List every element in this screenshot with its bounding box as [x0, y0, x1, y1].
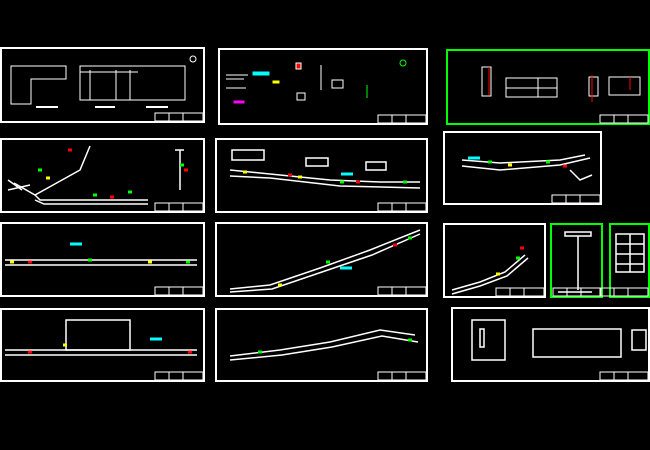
sheet-frame	[446, 49, 650, 125]
sheet-frame	[443, 223, 546, 298]
title-block	[377, 202, 427, 212]
title-block	[495, 287, 545, 297]
sheet-frame	[0, 138, 205, 213]
route-plans-row-3	[5, 229, 645, 295]
sheet-frame	[0, 47, 205, 123]
sheet-frame	[0, 308, 205, 382]
annotation-marker	[298, 175, 302, 179]
annotation-marker	[68, 148, 72, 152]
title-block	[552, 287, 602, 297]
route-plans-row-2	[7, 145, 593, 205]
annotation-marker	[408, 338, 412, 342]
annotation-marker	[28, 350, 32, 354]
annotation-marker	[243, 170, 247, 174]
sheet-border	[0, 138, 205, 213]
sheet-frame	[550, 223, 603, 298]
annotation-marker	[326, 260, 330, 264]
sheet-border	[0, 47, 205, 123]
sheet-border	[443, 131, 602, 205]
annotation-marker	[288, 173, 292, 177]
title-block	[154, 286, 204, 296]
annotation-marker	[488, 160, 492, 164]
route-plans-row-4	[5, 319, 647, 361]
sheet-border	[218, 48, 428, 125]
annotation-marker	[63, 343, 67, 347]
title-block	[551, 194, 601, 204]
annotation-marker	[496, 272, 500, 276]
annotation-marker	[110, 195, 114, 199]
annotation-marker	[468, 156, 480, 160]
annotation-marker	[340, 266, 352, 270]
annotation-marker	[408, 236, 412, 240]
annotation-marker	[93, 193, 97, 197]
annotation-marker	[88, 258, 92, 262]
sheet-border	[215, 308, 428, 382]
annotation-marker	[546, 160, 550, 164]
annotation-marker	[341, 172, 353, 176]
title-block	[154, 112, 204, 122]
annotation-marker	[403, 180, 407, 184]
annotation-marker	[186, 260, 190, 264]
sheet-frames	[0, 47, 650, 382]
title-block	[154, 371, 204, 381]
annotation-marker	[188, 350, 192, 354]
annotation-marker	[563, 164, 567, 168]
annotation-marker	[278, 283, 282, 287]
sheet-border	[0, 222, 205, 297]
sheet-frame	[599, 223, 650, 298]
sheet-frame	[215, 308, 428, 382]
sheet-frame	[443, 131, 602, 205]
sheet-border	[0, 308, 205, 382]
annotation-marker	[28, 260, 32, 264]
sheet-1-building-plan	[10, 55, 197, 108]
annotation-marker	[340, 180, 344, 184]
sheet-border	[609, 223, 650, 298]
title-block	[377, 114, 427, 124]
annotation-marker	[180, 163, 184, 167]
annotation-marker	[258, 350, 262, 354]
sheet-frame	[215, 138, 428, 213]
sheet-2-details	[226, 59, 407, 104]
annotation-markers	[10, 148, 567, 354]
annotation-marker	[70, 242, 82, 246]
annotation-marker	[128, 190, 132, 194]
title-block	[599, 287, 649, 297]
annotation-marker	[393, 243, 397, 247]
sheet-border	[446, 49, 650, 125]
annotation-marker	[356, 180, 360, 184]
title-block	[154, 202, 204, 212]
sheet-frame	[218, 48, 428, 125]
annotation-marker	[150, 337, 162, 341]
annotation-marker	[38, 168, 42, 172]
sheet-border	[550, 223, 603, 298]
sheet-border	[451, 307, 650, 382]
title-block	[377, 286, 427, 296]
sheet-3-elevations	[481, 66, 641, 102]
sheet-border	[443, 223, 546, 298]
annotation-marker	[46, 176, 50, 180]
annotation-marker	[184, 168, 188, 172]
annotation-marker	[516, 256, 520, 260]
title-block	[377, 371, 427, 381]
title-block	[599, 114, 649, 124]
annotation-marker	[10, 260, 14, 264]
annotation-marker	[508, 163, 512, 167]
annotation-marker	[520, 246, 524, 250]
sheet-frame	[0, 222, 205, 297]
sheet-border	[215, 138, 428, 213]
sheet-border	[215, 222, 428, 297]
sheet-frame	[451, 307, 650, 382]
annotation-marker	[148, 260, 152, 264]
title-block	[599, 371, 649, 381]
sheet-frame	[215, 222, 428, 297]
